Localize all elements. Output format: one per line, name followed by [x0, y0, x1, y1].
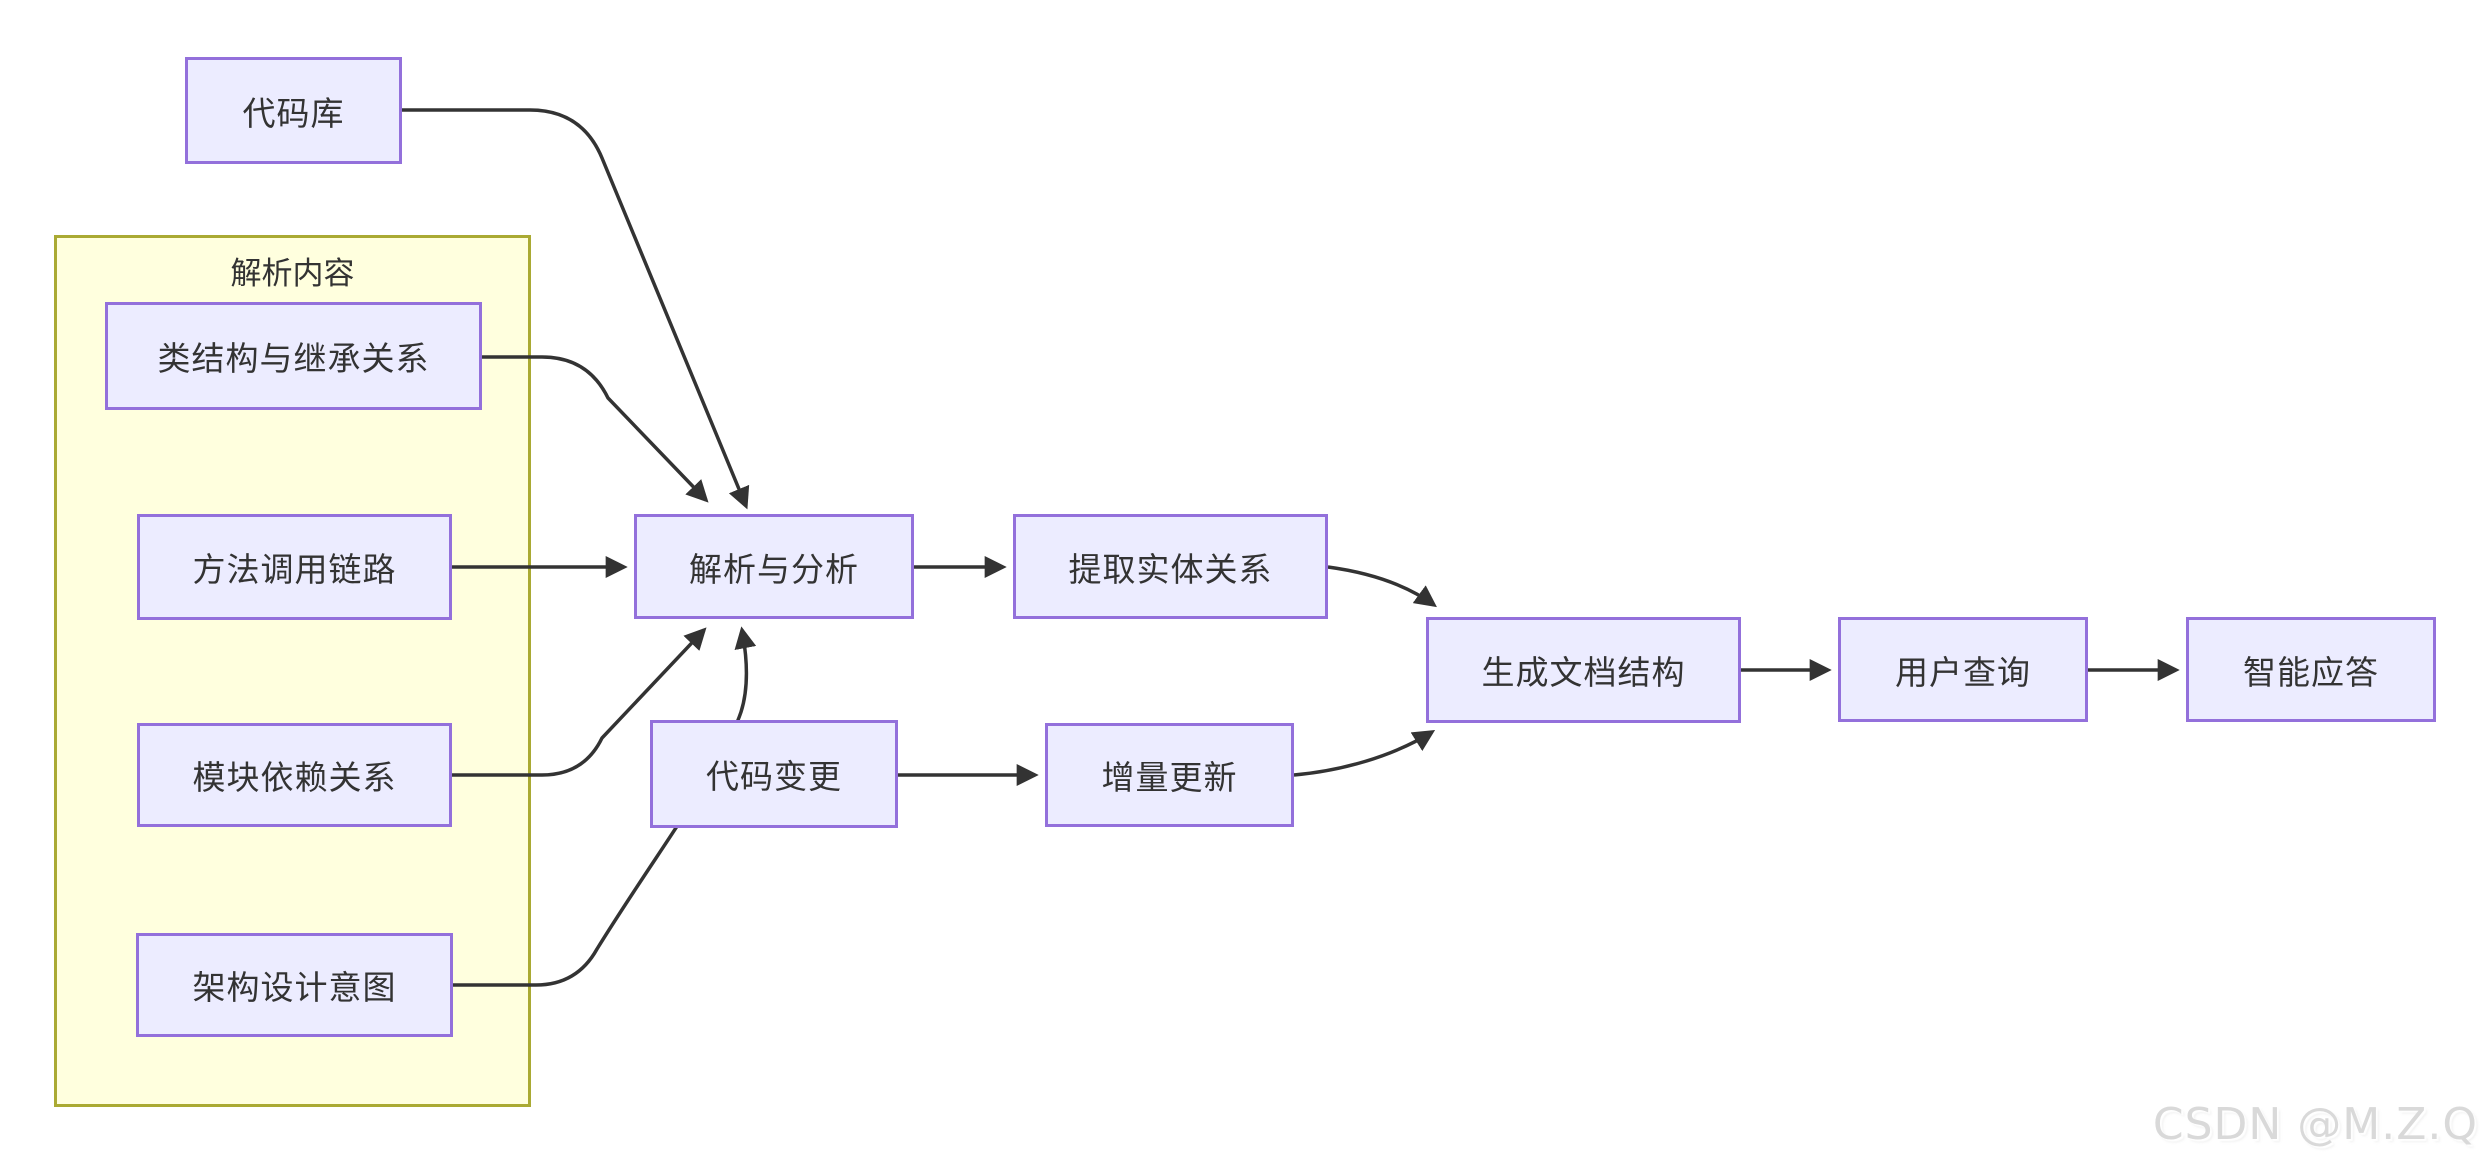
node-extract-entities-label: 提取实体关系	[1068, 549, 1273, 589]
edge-repo-to-parse-analyze	[402, 108, 750, 510]
node-arch-intent: 架构设计意图	[136, 933, 453, 1037]
node-incremental-update-label: 增量更新	[1101, 758, 1238, 797]
node-smart-answer-label: 智能应答	[2243, 652, 2379, 692]
node-code-repo: 代码库	[185, 57, 402, 164]
node-parse-analyze-label: 解析与分析	[689, 549, 859, 589]
node-code-change-label: 代码变更	[706, 757, 842, 796]
csdn-watermark: CSDN @M.Z.Q	[2152, 1099, 2478, 1150]
edge-incremental-update-to-gen-doc	[1293, 730, 1436, 777]
edge-extract-entities-to-gen-doc	[1327, 565, 1437, 608]
subgraph-label: 解析内容	[230, 256, 355, 292]
node-class-structure: 类结构与继承关系	[105, 302, 482, 410]
node-gen-doc-label: 生成文档结构	[1481, 653, 1686, 692]
node-arch-intent-label: 架构设计意图	[192, 968, 397, 1007]
node-user-query: 用户查询	[1838, 617, 2088, 722]
node-class-structure-label: 类结构与继承关系	[157, 339, 430, 378]
node-module-deps-label: 模块依赖关系	[192, 758, 397, 797]
node-user-query-label: 用户查询	[1895, 652, 2031, 692]
node-method-chain-label: 方法调用链路	[192, 550, 397, 589]
edge-module-deps-to-parse-analyze	[452, 627, 707, 777]
node-incremental-update: 增量更新	[1045, 723, 1294, 827]
node-extract-entities: 提取实体关系	[1013, 514, 1328, 619]
node-module-deps: 模块依赖关系	[137, 723, 452, 827]
node-method-chain: 方法调用链路	[137, 514, 452, 620]
node-code-change: 代码变更	[650, 720, 898, 828]
node-parse-analyze: 解析与分析	[634, 514, 914, 619]
node-smart-answer: 智能应答	[2186, 617, 2436, 722]
node-gen-doc: 生成文档结构	[1426, 617, 1741, 723]
node-code-repo-label: 代码库	[242, 93, 345, 133]
edge-class-structure-to-parse-analyze	[482, 355, 709, 503]
